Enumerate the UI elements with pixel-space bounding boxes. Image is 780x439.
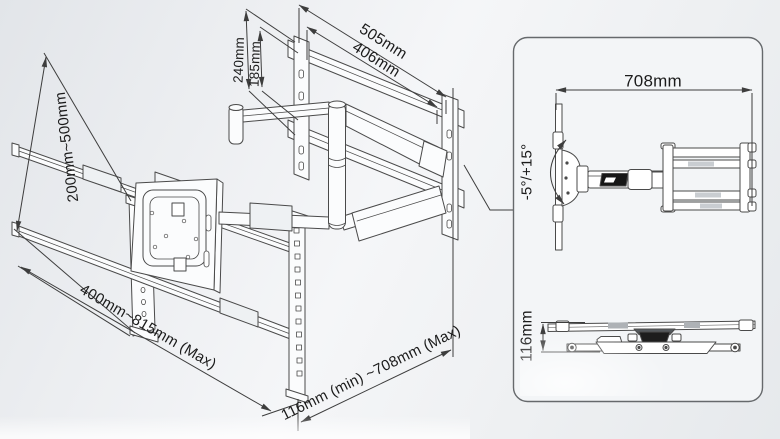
iso-dimension-lines <box>13 4 514 431</box>
bottom-fade <box>0 416 470 439</box>
panel-highlight <box>520 330 670 396</box>
tilt-arc <box>550 139 567 205</box>
dim-label-wallplate-hole-height: 185mm <box>246 40 264 88</box>
vesa-plate <box>130 178 224 294</box>
side-view-dimensions <box>550 87 753 206</box>
iso-drawing <box>11 35 465 404</box>
articulating-arms <box>218 100 448 242</box>
brand-mark <box>604 177 616 183</box>
tv-rail-right <box>285 208 309 404</box>
dim-label-wallplate-height: 240mm <box>230 36 248 84</box>
detail-panel <box>512 36 764 403</box>
dim-label-arm-reach: 708mm <box>624 71 682 91</box>
detail-leader-line <box>463 164 514 211</box>
dim-label-tilt-range: -5°/+15° <box>518 143 536 201</box>
